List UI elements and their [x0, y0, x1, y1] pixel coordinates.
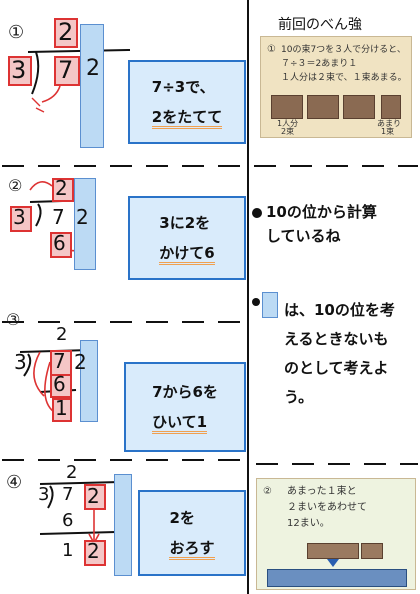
product-box	[50, 232, 72, 258]
note-line-1: 7÷3で、	[151, 78, 215, 96]
tens-column-icon	[262, 292, 278, 318]
quotient-digit: 2	[66, 462, 78, 483]
label-remainder: あまり	[377, 119, 401, 128]
explanation-note-4: 2を おろす	[138, 490, 246, 576]
photo-num: ①	[267, 44, 276, 55]
step-number: ③	[6, 310, 21, 329]
label-per-person-2: 2束	[281, 127, 295, 136]
note-line-1: 3に2を	[159, 214, 211, 232]
divisor-box	[8, 56, 32, 86]
step-number: ①	[8, 22, 25, 43]
dividend-ones-digit: 2	[76, 205, 89, 229]
dividend-tens-digit: 7	[58, 56, 74, 84]
explanation-note-3: 7から6を ひいて1	[124, 362, 246, 452]
explanation-note-1: 7÷3で、 2をたてて	[128, 60, 246, 144]
note-line-2: 2をたてて	[151, 108, 223, 129]
quotient-digit: 2	[58, 18, 74, 46]
note-line-1: 7から6を	[152, 383, 218, 401]
quotient-digit: 2	[56, 324, 68, 345]
photo-line-3: 12まい。	[287, 518, 330, 529]
remainder-box	[52, 398, 72, 422]
remainder-digit: 1	[55, 396, 68, 420]
tens-highlight-column-2	[74, 178, 96, 270]
dividend-tens-digit: 7	[62, 484, 74, 505]
dividend-tens-digit: 7	[52, 205, 65, 229]
photo-line-3: １人分は２束で、１束あまる。	[281, 73, 407, 83]
dividend-ones-box	[84, 484, 106, 510]
dividend-ones-digit: 2	[86, 56, 100, 81]
brought-down-box	[84, 540, 106, 566]
explanation-note-2: 3に2を かけて6	[128, 196, 246, 280]
photo-line-1: あまった１束と	[287, 486, 357, 497]
twelve-sheets-row-icon	[267, 569, 407, 587]
note-line-2: おろす	[169, 539, 215, 560]
observation-note-1: 10の位から計算 しているね	[266, 203, 377, 245]
tens-highlight-column-1	[80, 24, 104, 148]
quotient-digit: 2	[55, 176, 68, 200]
product-digit: 6	[53, 372, 66, 396]
quotient-box	[52, 178, 74, 202]
divisor-digit: 3	[11, 56, 27, 84]
divisor-digit: 3	[14, 350, 27, 374]
divisor-box	[10, 206, 32, 232]
product-digit: 6	[53, 231, 66, 255]
quotient-box	[54, 18, 78, 48]
textbook-photo-1: ① 10の束7つを３人で分けると、 ７÷３＝2あまり１ １人分は２束で、１束あま…	[260, 36, 412, 138]
bundle-remainder-icon	[381, 95, 401, 119]
dividend-tens-digit: 7	[53, 349, 66, 373]
bullet-dot	[252, 208, 262, 218]
brought-down-digit: 2	[87, 539, 100, 563]
dividend-tens-box	[54, 56, 80, 86]
textbook-photo-2: ② あまった１束と ２まいをあわせて 12まい。	[256, 478, 416, 590]
tens-highlight-column-3	[80, 340, 98, 422]
label-per-person: 1人分	[277, 119, 299, 128]
photo-line-1: 10の束7つを３人で分けると、	[281, 45, 406, 55]
label-remainder-2: 1束	[381, 127, 395, 136]
dividend-ones-digit: 2	[74, 350, 87, 374]
product-digit: 6	[62, 510, 74, 531]
product-box	[50, 374, 72, 398]
step-number: ②	[8, 176, 23, 195]
step-number: ④	[6, 472, 23, 493]
bundle-group-icon	[343, 95, 375, 119]
photo-line-2: ２まいをあわせて	[287, 502, 367, 513]
observation-note-2: は、10の位を考 えるときないも のとして考えよ う。	[284, 301, 395, 406]
bundle-group-icon	[307, 95, 339, 119]
bundle-group-icon	[271, 95, 303, 119]
note-line-2: ひいて1	[152, 413, 208, 434]
photo-line-2: ７÷３＝2あまり１	[281, 59, 358, 69]
bullet-dot	[252, 298, 260, 306]
previous-lesson-heading: 前回のべん強	[278, 17, 362, 33]
tens-highlight-column-4	[114, 474, 132, 576]
photo-num: ②	[263, 486, 272, 497]
sheets-icon	[361, 543, 383, 559]
arrow-down-icon	[327, 559, 339, 567]
divisor-digit: 3	[13, 205, 26, 229]
note-line-2: かけて6	[159, 244, 215, 265]
divisor-digit: 3	[38, 484, 50, 505]
note-line-1: 2を	[169, 509, 195, 527]
bundle-icon	[307, 543, 359, 559]
remainder-digit: 1	[62, 540, 74, 561]
dividend-ones-digit: 2	[87, 484, 100, 508]
